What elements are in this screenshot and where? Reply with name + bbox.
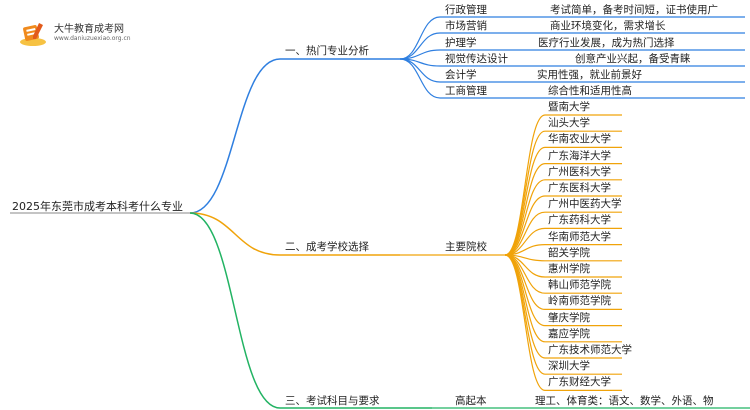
school-connector [504, 146, 546, 256]
level-node[interactable]: 高起本 [455, 395, 487, 407]
school-item[interactable]: 广州医科大学 [548, 165, 611, 178]
major-node[interactable]: 会计学 [445, 69, 477, 81]
major-desc: 医疗行业发展，成为热门选择 [538, 37, 675, 49]
school-item[interactable]: 汕头大学 [548, 117, 590, 130]
school-item[interactable]: 嘉应学院 [548, 327, 590, 340]
school-connector [504, 254, 546, 343]
school-item[interactable]: 华南农业大学 [548, 133, 611, 146]
main-schools-node[interactable]: 主要院校 [445, 241, 487, 253]
major-node[interactable]: 行政管理 [445, 4, 487, 16]
subject-desc: 理工、体育类：语文、数学、外语、物 [535, 395, 714, 407]
major-node[interactable]: 视觉传达设计 [445, 53, 508, 65]
major-desc: 创意产业兴起，备受青睐 [575, 53, 691, 65]
school-item[interactable]: 华南师范大学 [548, 230, 611, 243]
school-item[interactable]: 岭南师范学院 [548, 295, 611, 308]
school-item[interactable]: 深圳大学 [548, 360, 590, 373]
branch-connector [189, 58, 281, 214]
major-desc: 商业环境变化，需求增长 [550, 20, 666, 32]
book-pencil-logo-icon [20, 23, 46, 46]
branch-hot-majors[interactable]: 一、热门专业分析 [285, 45, 369, 57]
root-node[interactable]: 2025年东莞市成考本科考什么专业 [12, 200, 183, 213]
major-desc: 考试简单，备考时间短，证书使用广 [550, 4, 718, 16]
major-node[interactable]: 护理学 [445, 37, 477, 49]
school-item[interactable]: 广东药科大学 [548, 214, 611, 227]
branch-connector [189, 212, 281, 256]
school-connector [504, 254, 546, 391]
school-item[interactable]: 韶关学院 [548, 246, 590, 259]
school-item[interactable]: 韩山师范学院 [548, 279, 611, 292]
major-connector [399, 16, 441, 60]
school-connector [504, 163, 546, 256]
major-desc: 综合性和适用性高 [548, 85, 632, 97]
branch-school-choice[interactable]: 二、成考学校选择 [285, 241, 369, 253]
school-item[interactable]: 广东技术师范大学 [548, 344, 632, 356]
branch-exam-subjects[interactable]: 三、考试科目与要求 [285, 395, 380, 407]
school-connector [504, 130, 546, 256]
major-desc: 实用性强，就业前景好 [537, 69, 642, 81]
major-node[interactable]: 市场营销 [445, 20, 487, 32]
major-node[interactable]: 工商管理 [445, 85, 487, 97]
school-item[interactable]: 肇庆学院 [548, 311, 590, 324]
major-connector [399, 58, 441, 99]
school-connector [504, 254, 546, 359]
logo-url: www.daniuzuexiao.org.cn [54, 35, 131, 42]
logo-title: 大牛教育成考网 [54, 24, 124, 35]
school-item[interactable]: 惠州学院 [548, 263, 590, 275]
school-connector [504, 195, 546, 256]
school-item[interactable]: 广东海洋大学 [548, 149, 611, 162]
school-connector [504, 254, 546, 310]
branch-connector [189, 212, 281, 409]
site-logo[interactable]: 大牛教育成考网 www.daniuzuexiao.org.cn [18, 18, 148, 50]
school-item[interactable]: 广东财经大学 [548, 376, 611, 389]
school-item[interactable]: 广东医科大学 [548, 182, 611, 194]
school-item[interactable]: 广州中医药大学 [548, 198, 622, 211]
school-item[interactable]: 暨南大学 [548, 101, 590, 113]
